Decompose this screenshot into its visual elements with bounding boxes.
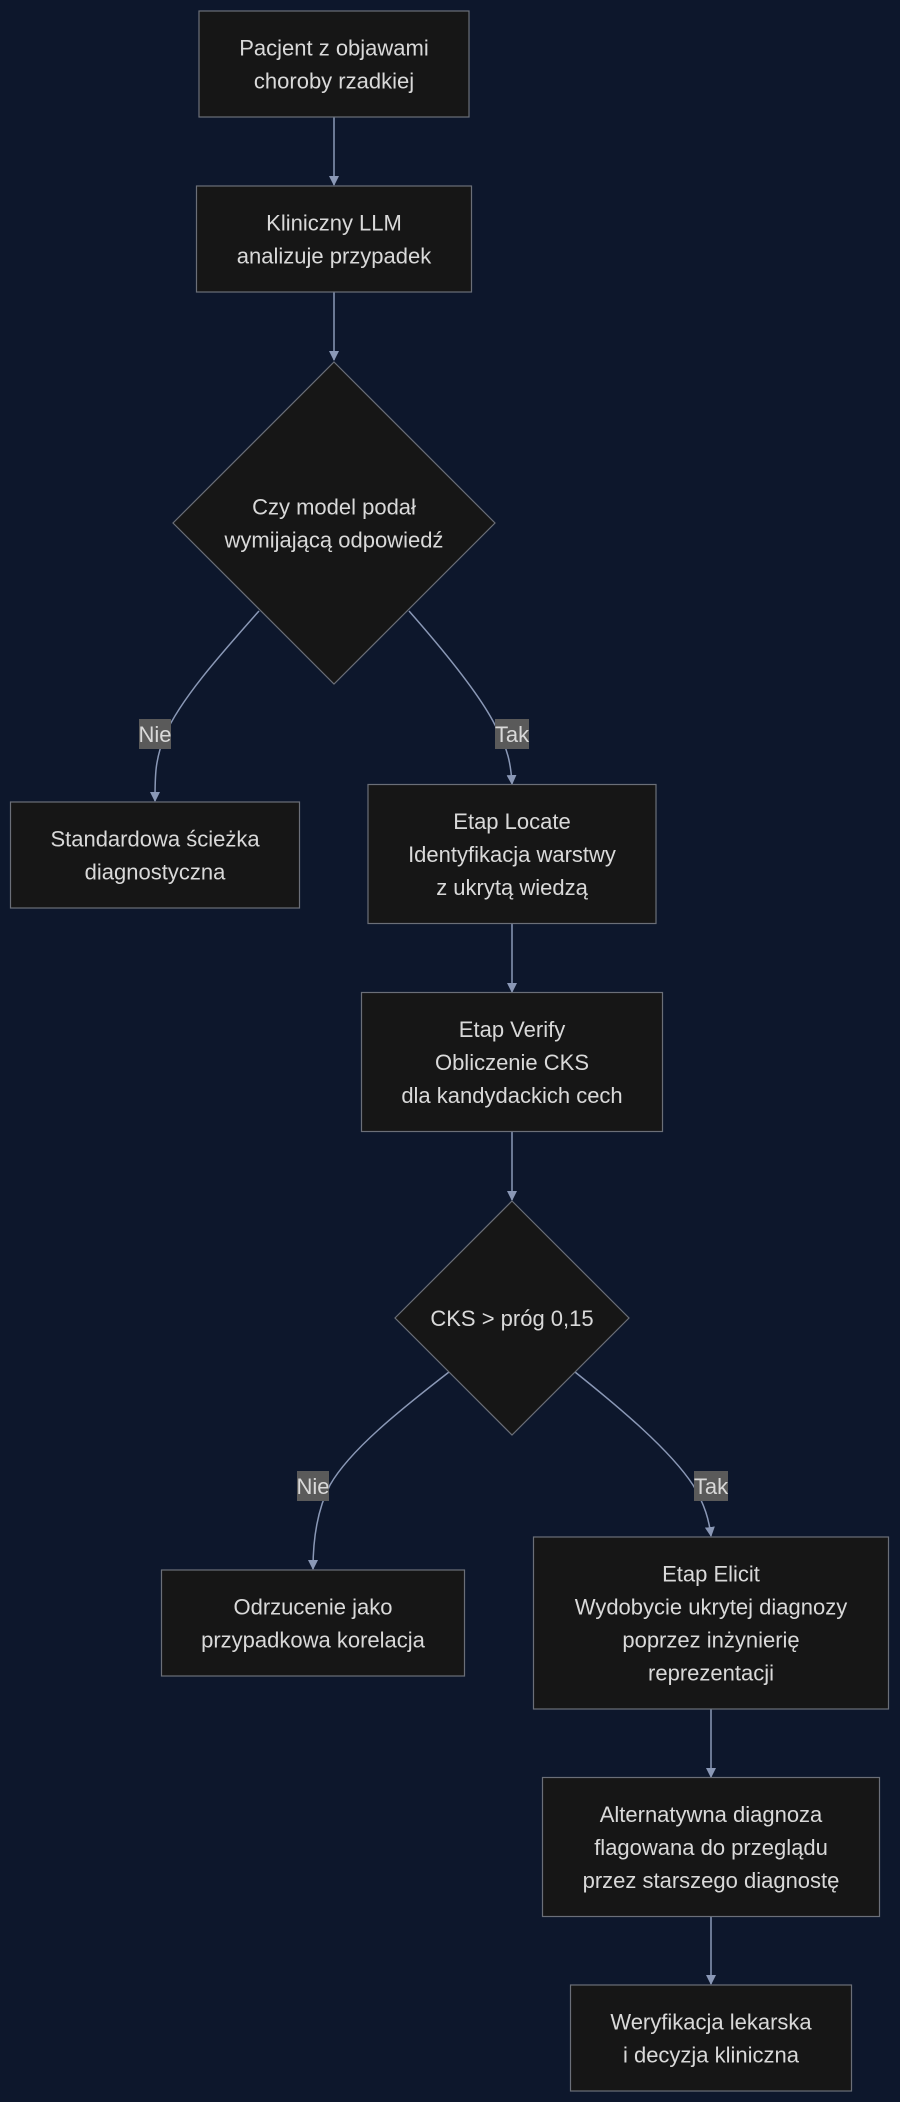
node-reject-line-1: przypadkowa korelacja (201, 1628, 426, 1653)
process-box-shape (569, 1984, 853, 2092)
node-start: Pacjent z objawami choroby rzadkiej (198, 10, 470, 118)
node-decision1-line-0: Czy model podał (252, 495, 416, 520)
edge-label-nie-decision2-reject: Nie (296, 1471, 330, 1501)
node-standard-line-0: Standardowa ścieżka (50, 827, 260, 852)
node-decision1: Czy model podał wymijającą odpowiedź (172, 361, 496, 685)
node-elicit-line-1: Wydobycie ukrytej diagnozy (575, 1595, 848, 1620)
edge-label-tak-decision2-elicit: Tak (694, 1471, 729, 1501)
node-reject-line-0: Odrzucenie jako (234, 1595, 393, 1620)
node-verify-line-2: dla kandydackich cech (401, 1083, 622, 1108)
decision-diamond-shape (172, 361, 496, 685)
edge-label-nie-decision1-standard: Nie (138, 719, 172, 749)
node-verify-line-1: Obliczenie CKS (435, 1050, 589, 1075)
node-flag-line-2: przez starszego diagnostę (583, 1868, 840, 1893)
node-elicit-line-3: reprezentacji (648, 1661, 774, 1686)
process-box-shape (198, 10, 470, 118)
node-final-line-1: i decyzja kliniczna (623, 2043, 800, 2068)
edge-label-background (495, 719, 529, 749)
node-final-line-0: Weryfikacja lekarska (610, 2010, 812, 2035)
node-verify-line-0: Etap Verify (459, 1017, 565, 1042)
edge-decision1-to-locate (408, 610, 517, 785)
edge-label-text: Nie (296, 1474, 329, 1499)
node-decision2: CKS > próg 0,15 (394, 1200, 630, 1436)
edge-label-background (139, 719, 171, 749)
edge-label-tak-decision1-locate: Tak (495, 719, 530, 749)
node-llm-line-1: analizuje przypadek (237, 244, 432, 269)
node-flag-line-1: flagowana do przeglądu (594, 1835, 828, 1860)
edge-label-background (694, 1471, 728, 1501)
node-flag-line-0: Alternatywna diagnoza (600, 1802, 823, 1827)
decision-diamond-shape (394, 1200, 630, 1436)
process-box-shape (195, 185, 473, 293)
edge-decision2-to-reject (308, 1371, 450, 1570)
edge-label-text: Tak (495, 722, 530, 747)
process-box-shape (541, 1776, 881, 1918)
node-elicit-line-0: Etap Elicit (662, 1562, 760, 1587)
node-start-line-0: Pacjent z objawami (239, 36, 429, 61)
node-decision2-line-0: CKS > próg 0,15 (430, 1306, 593, 1331)
node-locate-line-0: Etap Locate (453, 809, 570, 834)
edge-decision2-to-elicit (574, 1371, 715, 1537)
process-box-shape (360, 991, 664, 1133)
edge-label-text: Tak (694, 1474, 729, 1499)
node-standard-line-1: diagnostyczna (85, 860, 226, 885)
node-locate-line-2: z ukrytą wiedzą (436, 875, 588, 900)
process-box-shape (160, 1569, 466, 1677)
node-decision1-line-1: wymijającą odpowiedź (224, 528, 444, 553)
process-box-shape (532, 1536, 890, 1710)
node-start-line-1: choroby rzadkiej (254, 69, 414, 94)
node-standard: Standardowa ścieżka diagnostyczna (9, 801, 301, 909)
edge-label-text: Nie (138, 722, 171, 747)
process-box-shape (367, 783, 657, 925)
node-llm: Kliniczny LLM analizuje przypadek (195, 185, 473, 293)
node-reject: Odrzucenie jako przypadkowa korelacja (160, 1569, 466, 1677)
edge-label-background (297, 1471, 329, 1501)
node-llm-line-0: Kliniczny LLM (266, 211, 402, 236)
edge-decision1-to-standard (150, 610, 260, 802)
nodes-layer: Pacjent z objawami choroby rzadkiejKlinic… (9, 10, 890, 2092)
node-locate-line-1: Identyfikacja warstwy (408, 842, 616, 867)
process-box-shape (9, 801, 301, 909)
node-final: Weryfikacja lekarska i decyzja kliniczna (569, 1984, 853, 2092)
node-flag: Alternatywna diagnoza flagowana do przegl… (541, 1776, 881, 1918)
node-elicit-line-2: poprzez inżynierię (622, 1628, 799, 1653)
